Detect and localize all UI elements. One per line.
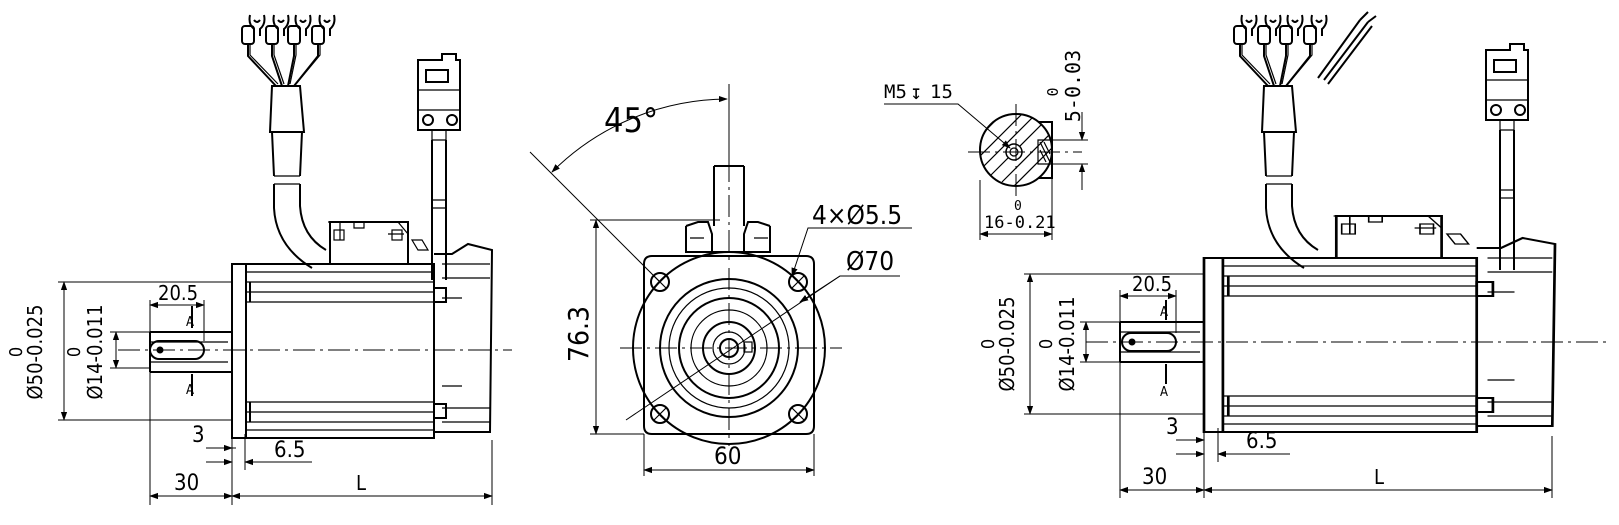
motor-body-side [231,221,493,439]
section-mark-top: A [186,315,194,330]
dia-14-label: Ø14-0.011 [83,304,107,399]
key-height-label: 16-0.21 [984,213,1056,233]
dim-6-5: 6.5 [1246,429,1277,454]
dim-6-5: 6.5 [274,438,305,463]
dim-20-5: 20.5 [158,281,198,305]
encoder-connector-icon [417,53,461,281]
dim-20-5: 20.5 [1132,272,1172,296]
section-mark-top: A [1160,305,1168,320]
section-a-a-view: M5 ↧ 15 0 5-0.03 0 16-0.21 [884,50,1088,240]
height-76-3-label: 76.3 [562,306,595,362]
dim-30: 30 [174,471,199,496]
pcd-70-label: Ø70 [846,247,894,277]
motor-body-side [1202,214,1557,434]
dia-50-zero: 0 [6,347,27,357]
thread-depth: 15 [930,81,953,103]
power-cable-icon [242,15,335,268]
dim-length-L: L [356,471,366,495]
dia-50-zero: 0 [978,339,999,349]
section-mark-bottom: A [186,383,194,398]
angle-45-label: 45° [604,101,658,141]
section-mark-bottom: A [1160,385,1168,400]
thread-spec: M5 [884,81,907,103]
dim-30: 30 [1142,465,1167,490]
dia-50-label: Ø50-0.025 [23,304,47,399]
power-cable-icon [1234,15,1327,268]
depth-symbol-icon: ↧ [910,80,922,104]
key-height-zero: 0 [1014,199,1022,214]
dim-3: 3 [1166,415,1179,440]
dia-50-label: Ø50-0.025 [995,296,1019,391]
encoder-connector-icon [1485,43,1529,271]
dim-3: 3 [192,423,205,448]
left-side-view: 20.5 A A 0 Ø50-0.025 0 Ø14-0.011 3 6.5 3… [6,15,512,505]
right-side-view: 20.5 A A 0 Ø50-0.025 0 Ø14-0.011 3 6.5 3… [978,11,1610,498]
dia-14-zero: 0 [1036,339,1057,349]
dia-14-label: Ø14-0.011 [1055,296,1079,391]
key-width-label: 5-0.03 [1061,50,1085,122]
hole-4x-label: 4×Ø5.5 [812,201,902,231]
key-width-zero: 0 [1044,87,1062,96]
dia-14-zero: 0 [64,347,85,357]
dim-length-L: L [1374,465,1384,489]
front-view: 45° 4×Ø5.5 Ø70 76.3 60 [529,84,912,476]
mounting-hole-icon [650,272,808,424]
width-60-label: 60 [714,442,741,470]
